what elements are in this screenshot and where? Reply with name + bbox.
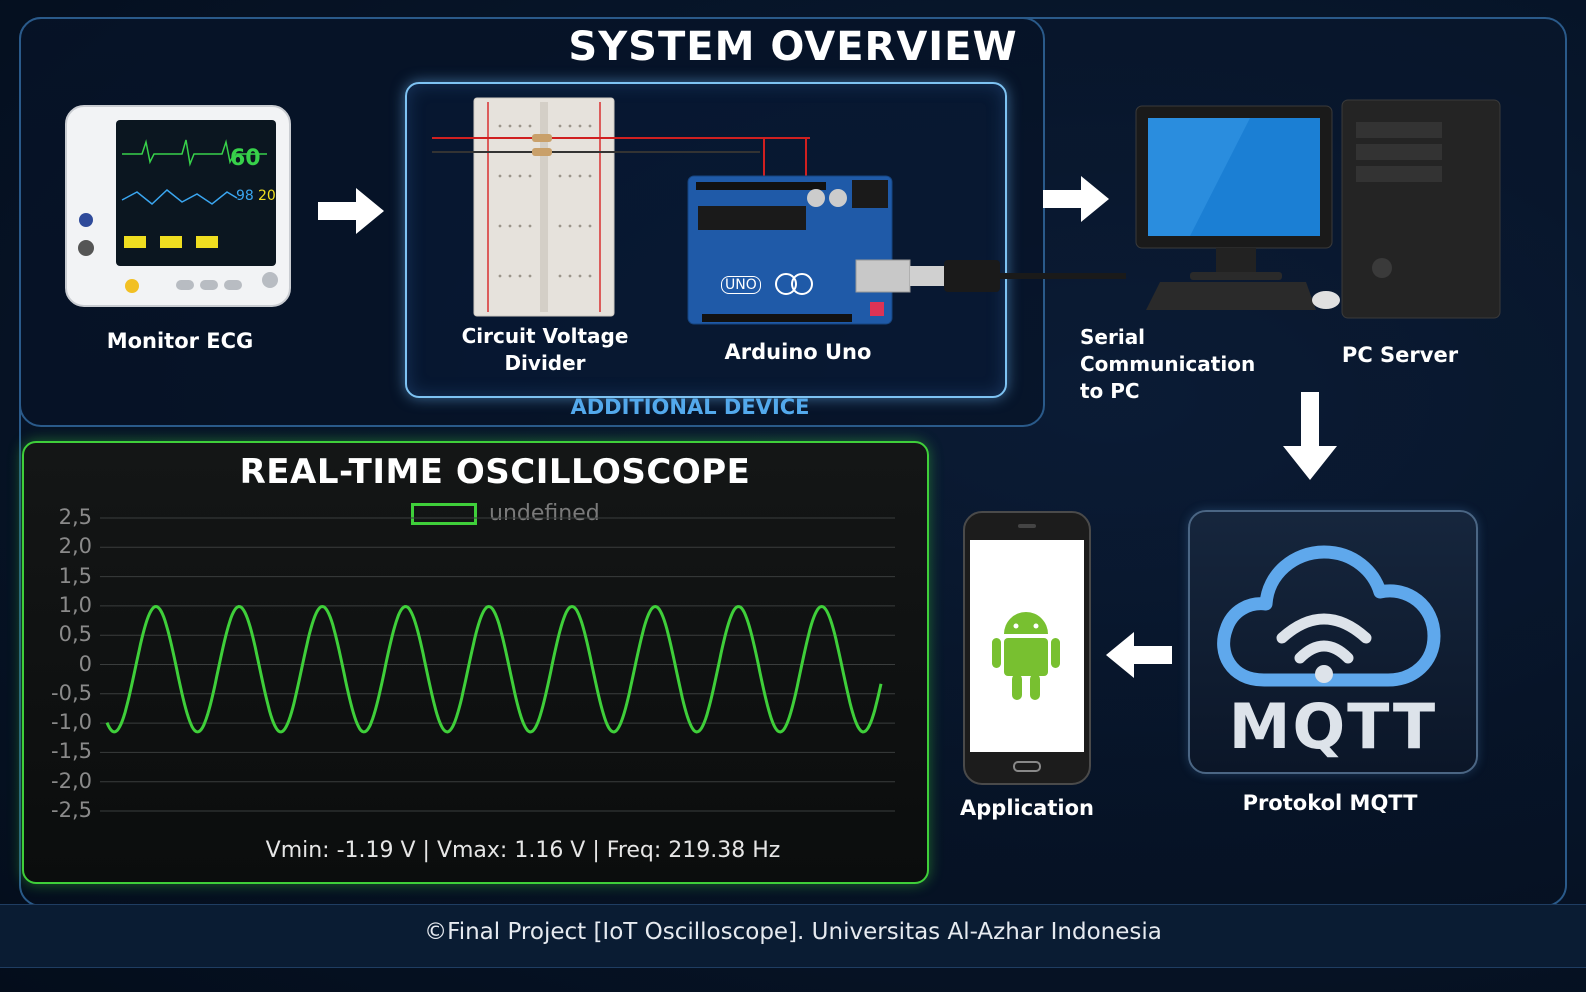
- arrow-right-icon: [318, 188, 384, 234]
- page-title: SYSTEM OVERVIEW: [568, 24, 1018, 70]
- legend-label: undefined: [489, 501, 600, 526]
- ecg-rr-value: 20: [258, 188, 276, 204]
- y-tick-label: 2,5: [58, 505, 92, 529]
- y-tick-label: -2,5: [51, 798, 92, 822]
- serial-communication-label: Serial Communication to PC: [1080, 325, 1256, 403]
- pc-server-icon: [1135, 99, 1501, 319]
- footer-text: ©Final Project [IoT Oscilloscope]. Unive…: [424, 919, 1162, 945]
- y-tick-label: -1,0: [51, 710, 92, 735]
- y-tick-label: 1,5: [58, 563, 92, 588]
- arrow-down-icon: [1283, 392, 1337, 480]
- y-tick-label: 1,0: [58, 592, 92, 617]
- oscilloscope-title: REAL-TIME OSCILLOSCOPE: [239, 452, 751, 492]
- pc-server-label: PC Server: [1341, 343, 1459, 367]
- y-tick-label: -0,5: [51, 680, 92, 705]
- ecg-monitor-icon: [65, 105, 291, 307]
- android-icon: [992, 612, 1060, 700]
- oscilloscope-stats: Vmin: -1.19 V | Vmax: 1.16 V | Freq: 219…: [265, 838, 781, 863]
- arrow-left-icon: [1106, 632, 1172, 678]
- legend-swatch: [411, 503, 477, 525]
- arrow-right-icon: [1043, 176, 1109, 222]
- application-label: Application: [960, 796, 1094, 820]
- arduino-uno-logo-text: UNO: [721, 276, 761, 294]
- footer-bar: [0, 904, 1586, 968]
- y-tick-label: -1,5: [51, 739, 92, 764]
- arduino-uno-label: Arduino Uno: [724, 340, 872, 364]
- y-tick-label: 0: [78, 651, 92, 676]
- cloud-wifi-icon: [1217, 545, 1441, 687]
- ecg-spo2-value: 98: [236, 188, 254, 204]
- y-tick-label: 2,0: [58, 534, 92, 559]
- additional-device-label: ADDITIONAL DEVICE: [570, 395, 810, 419]
- arduino-board-icon: [687, 138, 1126, 325]
- y-tick-label: -2,0: [51, 768, 92, 793]
- breadboard-icon: [432, 97, 810, 317]
- signal-series-line: [105, 604, 883, 734]
- ecg-hr-value: 60: [230, 146, 261, 171]
- monitor-ecg-label: Monitor ECG: [106, 329, 254, 353]
- protokol-mqtt-label: Protokol MQTT: [1242, 791, 1418, 815]
- voltage-divider-label: Circuit Voltage Divider: [461, 324, 629, 375]
- y-tick-label: 0,5: [58, 622, 92, 647]
- mqtt-logo-text: MQTT: [1228, 690, 1438, 763]
